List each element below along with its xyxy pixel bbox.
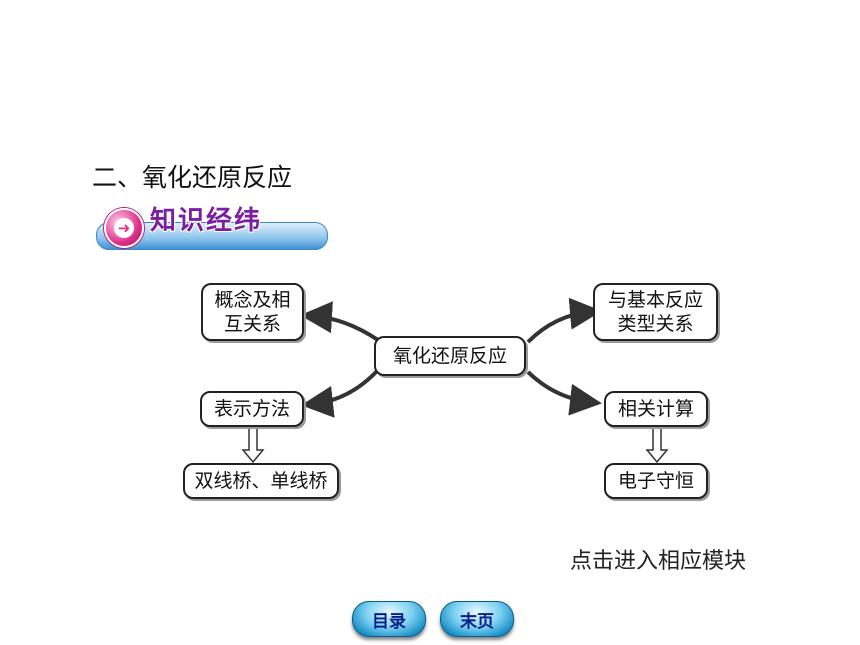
knowledge-banner[interactable]: ➜ 知识经纬 [92,200,328,250]
arrow-right-icon: ➜ [104,208,144,248]
catalog-button[interactable]: 目录 [352,601,426,637]
node-calculation[interactable]: 相关计算 [604,391,708,427]
arrow-center-to-concepts [300,301,380,342]
last-page-button[interactable]: 末页 [440,601,514,637]
arrow-center-to-representation [301,368,380,418]
node-basic-types-line2: 类型关系 [617,313,694,335]
banner-label: 知识经纬 [150,206,263,236]
node-bridges-label: 双线桥、单线桥 [194,470,328,492]
node-concepts-line2: 互关系 [223,313,281,335]
down-arrow-left [241,427,265,464]
arrow-center-to-calculation [526,370,602,416]
node-basic-types[interactable]: 与基本反应 类型关系 [593,283,718,341]
node-representation-label: 表示方法 [213,398,290,420]
last-page-button-label: 末页 [460,611,494,632]
node-representation[interactable]: 表示方法 [200,391,304,427]
arrow-center-to-basic-types [526,297,602,344]
section-title: 二、氧化还原反应 [92,163,293,192]
node-center-label: 氧化还原反应 [392,345,507,367]
node-basic-types-line1: 与基本反应 [607,289,703,311]
hint-text: 点击进入相应模块 [570,549,747,574]
down-arrow-right [645,427,669,464]
node-center[interactable]: 氧化还原反应 [374,336,526,376]
node-calculation-label: 相关计算 [617,398,694,420]
node-concepts-line1: 概念及相 [214,289,291,311]
node-conservation[interactable]: 电子守恒 [604,463,708,499]
node-conservation-label: 电子守恒 [617,470,694,492]
node-bridges[interactable]: 双线桥、单线桥 [183,463,339,499]
catalog-button-label: 目录 [372,611,406,632]
node-concepts[interactable]: 概念及相 互关系 [201,283,304,341]
